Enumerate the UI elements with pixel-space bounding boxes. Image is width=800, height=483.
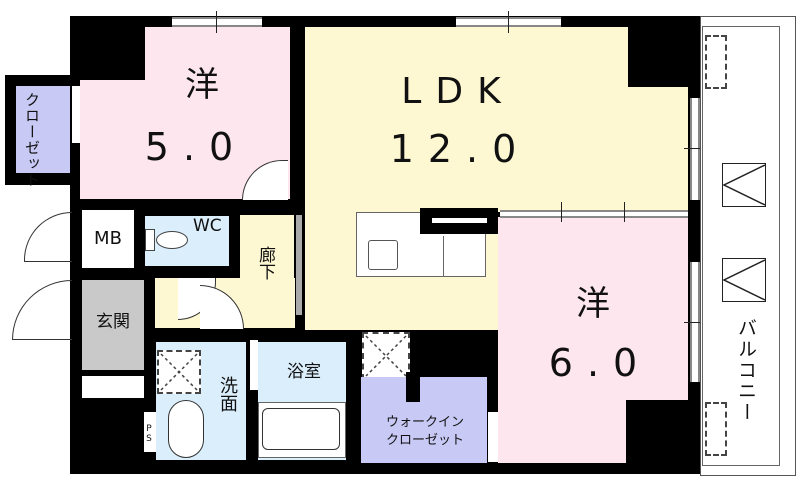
ldk-size: 12.0 bbox=[389, 127, 531, 171]
window-tick bbox=[624, 202, 625, 222]
hallway-door-strip bbox=[296, 215, 302, 315]
window-ldk-right bbox=[690, 98, 700, 200]
bathtub bbox=[258, 402, 346, 458]
balcony-drain-top bbox=[705, 35, 727, 89]
meter-box-label: MB bbox=[94, 228, 122, 249]
ldk-corner-column bbox=[628, 27, 690, 87]
meter-box: MB bbox=[82, 210, 134, 268]
ldk-right bbox=[620, 87, 688, 212]
window-tick bbox=[684, 322, 706, 323]
toilet-tank bbox=[145, 229, 155, 251]
wash-basin bbox=[168, 400, 204, 458]
toilet-bowl bbox=[156, 231, 188, 249]
window-tick bbox=[508, 11, 509, 33]
kitchen-divider bbox=[443, 236, 444, 276]
room6-corner-column bbox=[626, 400, 702, 474]
ac-unit-2 bbox=[722, 258, 766, 302]
entrance-label: 玄関 bbox=[96, 312, 130, 332]
pipe-space: PS bbox=[144, 412, 156, 452]
entrance bbox=[82, 280, 144, 370]
walk-in-closet-line1: ウォークイン bbox=[385, 415, 464, 430]
fridge-space bbox=[362, 332, 410, 380]
window-tick bbox=[561, 202, 562, 222]
window-room6-top bbox=[500, 210, 688, 218]
western-room-5-size: 5.0 bbox=[144, 125, 248, 169]
walk-in-closet-line2: クローゼット bbox=[385, 433, 464, 448]
window-tick bbox=[216, 11, 217, 33]
balcony bbox=[700, 16, 796, 476]
entrance-step bbox=[82, 376, 144, 398]
ac-outdoor-icon bbox=[723, 259, 765, 301]
front-door[interactable] bbox=[12, 280, 72, 340]
wic-notch bbox=[406, 372, 420, 402]
balcony-inner bbox=[702, 26, 780, 466]
western-room-6-name: 洋 bbox=[576, 284, 610, 324]
cross-icon bbox=[365, 335, 407, 377]
western-room-5-lower bbox=[80, 80, 155, 199]
ac-unit-1 bbox=[722, 163, 766, 207]
closet-label: クローゼット bbox=[23, 92, 41, 188]
hallway-label: 廊下 bbox=[255, 246, 275, 280]
closet: クローゼット bbox=[16, 86, 70, 188]
western-room-6-size: 6.0 bbox=[548, 341, 652, 385]
balcony-label: バルコニー bbox=[735, 318, 757, 423]
kitchen-sink bbox=[368, 240, 398, 270]
ac-outdoor-icon bbox=[723, 164, 765, 206]
bathtub-inner bbox=[262, 408, 340, 450]
washroom-label: 洗面 bbox=[217, 376, 238, 412]
cross-icon bbox=[160, 353, 198, 391]
bathroom-label: 浴室 bbox=[287, 362, 321, 382]
closet-door[interactable] bbox=[72, 86, 80, 143]
walk-in-closet bbox=[361, 377, 487, 463]
toilet-label-w: WC bbox=[193, 216, 222, 236]
bathroom-door[interactable] bbox=[250, 340, 258, 390]
balcony-drain-bottom bbox=[705, 402, 727, 456]
mb-door[interactable] bbox=[24, 212, 72, 262]
western-room-5-name: 洋 bbox=[185, 65, 219, 105]
washing-machine-space bbox=[157, 350, 201, 394]
ldk-name: LDK bbox=[401, 71, 515, 112]
window-tick bbox=[684, 148, 706, 149]
room6-door[interactable] bbox=[488, 412, 498, 462]
pipe-space-label: PS bbox=[144, 424, 154, 444]
window-room5 bbox=[172, 17, 262, 27]
kitchen-slot bbox=[432, 218, 487, 223]
ldk bbox=[305, 27, 630, 212]
